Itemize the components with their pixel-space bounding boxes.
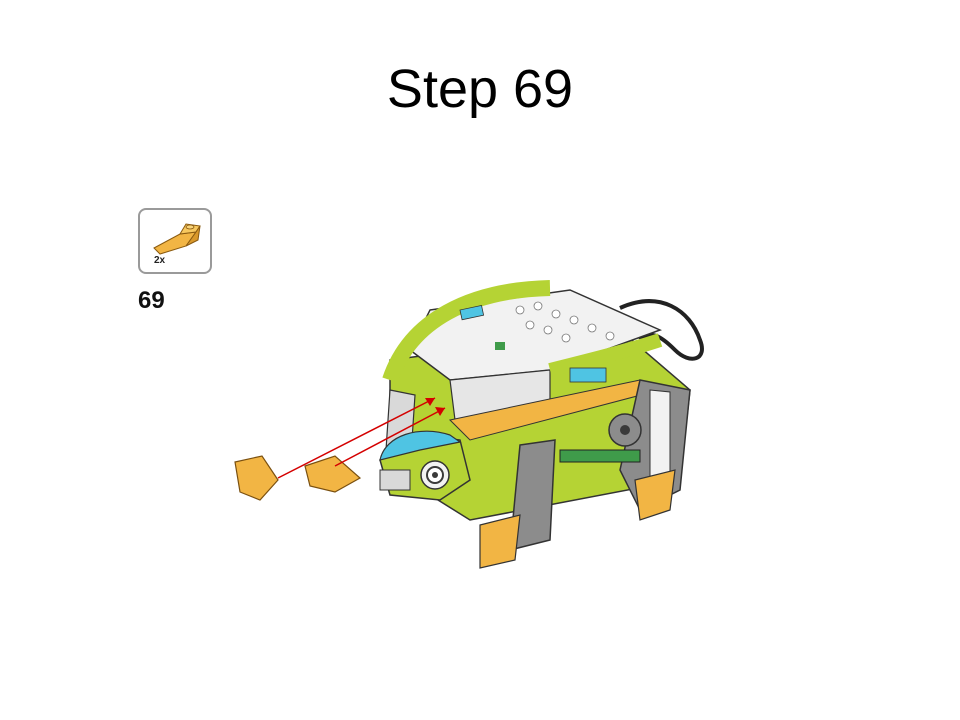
front-leg — [509, 439, 556, 551]
yellow-slope-brick-icon — [153, 223, 201, 255]
arrowhead — [435, 407, 445, 416]
page-title: Step 69 — [386, 59, 574, 119]
side-arch-right — [548, 333, 663, 377]
part-quantity: 2x — [154, 255, 166, 266]
arrowhead — [425, 398, 435, 406]
hub-light — [495, 342, 505, 350]
right-foot — [634, 469, 676, 521]
lego-robot-model-illustration — [234, 280, 704, 569]
yellow-slope-piece — [234, 455, 279, 501]
yellow-slope-piece — [304, 455, 362, 493]
azure-tile — [569, 367, 607, 383]
side-arch-left — [382, 280, 551, 383]
azure-tile — [459, 304, 485, 321]
green-beam — [559, 449, 641, 463]
arrow-line — [277, 397, 436, 479]
studs — [515, 301, 615, 343]
front-foot — [479, 514, 521, 569]
right-leg-panel — [649, 389, 671, 483]
step-number: 69 — [138, 287, 165, 314]
head-cap — [379, 430, 462, 461]
parts-callout: 2x — [138, 208, 212, 274]
arrow-line — [334, 407, 446, 467]
sensor — [379, 469, 411, 491]
